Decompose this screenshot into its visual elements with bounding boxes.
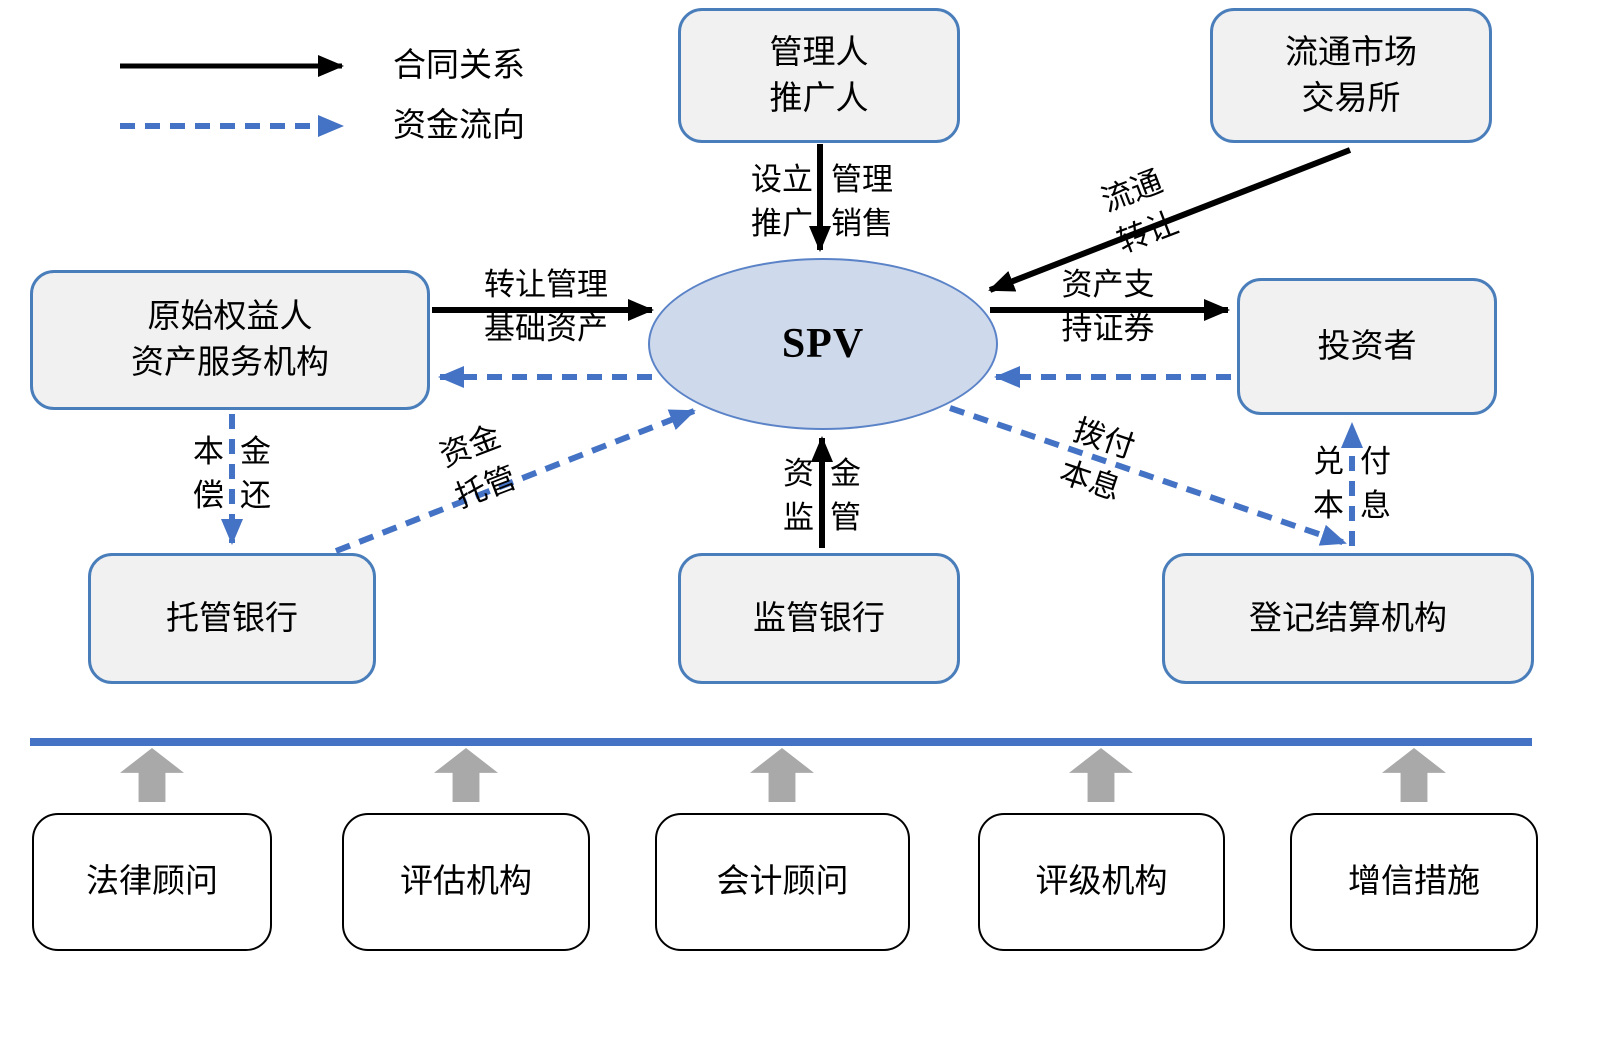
edge-label-fund-supervision: 资 金 监 管 xyxy=(783,452,861,540)
edge-label-establish-text: 推广 xyxy=(751,206,813,241)
node-manager-line1: 管理人 xyxy=(769,34,869,71)
edge-label-abs: 资产支 持证券 xyxy=(1062,263,1155,351)
edge-label-principal-repayment: 本 金 偿 还 xyxy=(193,430,271,518)
legend-contract-label: 合同关系 xyxy=(393,48,525,84)
node-rating-agency: 评级机构 xyxy=(978,813,1225,951)
edge-label-supervision-text: 管 xyxy=(830,500,861,535)
node-investor: 投资者 xyxy=(1237,278,1497,415)
node-supervision-bank: 监管银行 xyxy=(678,553,960,684)
edge-label-abs-line1: 资产支 xyxy=(1061,267,1155,302)
edge-label-transfer-line2: 基础资产 xyxy=(484,311,608,346)
node-accounting-advisor-label: 会计顾问 xyxy=(716,864,849,900)
edge-label-establish-text: 设立 xyxy=(751,162,813,197)
node-appraisal-agency: 评估机构 xyxy=(342,813,590,951)
edge-label-supervision-text: 监 xyxy=(783,500,814,535)
node-custodian-bank: 托管银行 xyxy=(88,553,376,684)
edge-label-establish: 设立 管理 推广 销售 xyxy=(751,158,893,246)
node-originator-line1: 原始权益人 xyxy=(147,299,313,335)
node-spv: SPV xyxy=(648,258,998,430)
node-manager: 管理人 推广人 xyxy=(678,8,960,143)
node-legal-advisor-label: 法律顾问 xyxy=(86,864,218,900)
edge-exchange-to-spv xyxy=(988,147,1352,293)
node-exchange: 流通市场 交易所 xyxy=(1210,8,1492,143)
edge-label-redemption: 兑 付 本 息 xyxy=(1313,440,1391,528)
edge-label-establish-text: 销售 xyxy=(831,206,893,241)
edge-label-principal-text: 偿 xyxy=(193,478,224,513)
edge-label-supervision-text: 资 xyxy=(783,456,814,491)
edge-label-redemption-text: 兑 xyxy=(1313,444,1344,479)
edge-label-redemption-text: 息 xyxy=(1360,488,1391,523)
node-custodian-bank-label: 托管银行 xyxy=(166,600,298,637)
flow-spv-to-registry xyxy=(949,405,1347,546)
edge-label-principal-text: 还 xyxy=(240,478,271,513)
node-legal-advisor: 法律顾问 xyxy=(32,813,272,951)
edge-label-transfer: 转让管理 基础资产 xyxy=(484,263,608,351)
legend-fundflow-label: 资金流向 xyxy=(393,108,525,144)
node-originator: 原始权益人 资产服务机构 xyxy=(30,270,430,410)
node-manager-line2: 推广人 xyxy=(769,80,869,117)
edge-label-redemption-text: 本 xyxy=(1313,488,1344,523)
node-supervision-bank-label: 监管银行 xyxy=(753,600,885,637)
node-credit-enhancement-label: 增信措施 xyxy=(1348,864,1480,900)
edge-label-establish-text: 管理 xyxy=(831,162,893,197)
edge-label-principal-text: 本 xyxy=(193,434,224,469)
node-investor-label: 投资者 xyxy=(1317,328,1417,365)
node-exchange-line1: 流通市场 xyxy=(1285,34,1417,71)
node-rating-agency-label: 评级机构 xyxy=(1035,864,1168,900)
node-exchange-line2: 交易所 xyxy=(1301,80,1401,117)
edge-label-redemption-text: 付 xyxy=(1360,444,1391,479)
edge-label-abs-line2: 持证券 xyxy=(1061,311,1155,346)
edge-label-supervision-text: 金 xyxy=(830,456,861,491)
edge-label-principal-text: 金 xyxy=(240,434,271,469)
node-registry-label: 登记结算机构 xyxy=(1249,600,1447,637)
divider-line xyxy=(30,738,1532,746)
edge-label-transfer-line1: 转让管理 xyxy=(484,267,608,302)
node-spv-label: SPV xyxy=(781,321,865,367)
node-originator-line2: 资产服务机构 xyxy=(131,345,329,381)
flow-custodian-to-spv xyxy=(334,408,696,554)
node-appraisal-agency-label: 评估机构 xyxy=(400,864,532,900)
node-accounting-advisor: 会计顾问 xyxy=(655,813,910,951)
node-credit-enhancement: 增信措施 xyxy=(1290,813,1538,951)
node-registry: 登记结算机构 xyxy=(1162,553,1534,684)
